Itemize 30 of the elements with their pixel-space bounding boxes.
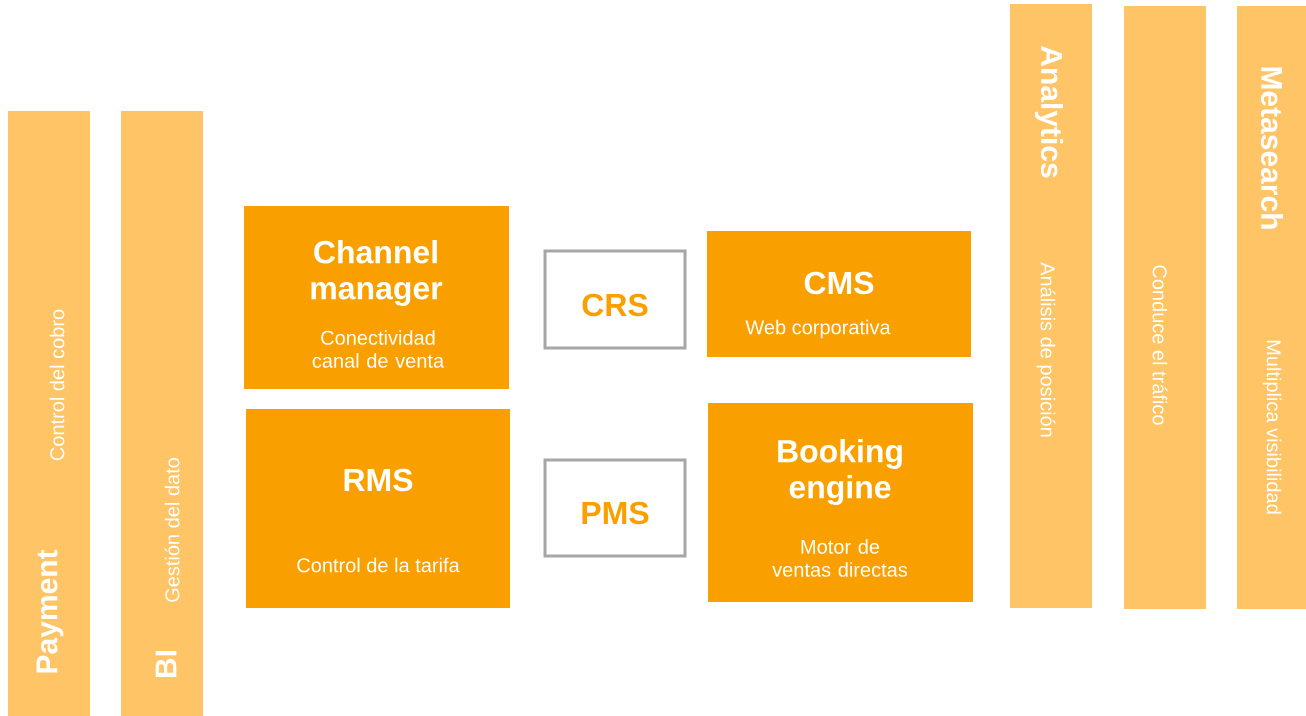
process-box (708, 403, 973, 602)
label-text: Conectividad canal de venta (312, 330, 445, 368)
vertical-band (8, 111, 90, 716)
outline-box (543, 458, 687, 558)
outline-box (543, 249, 687, 350)
vertical-band (1124, 6, 1206, 609)
heading: Booking engine (778, 439, 902, 505)
vertical-band (1010, 4, 1092, 608)
heading: BI (155, 651, 177, 677)
heading: CMS (804, 271, 874, 295)
heading: Analytics (1035, 46, 1063, 178)
process-box (707, 231, 971, 357)
process-box (246, 409, 510, 608)
label-text: Multiplica visibilidad (1262, 340, 1282, 514)
heading: Metasearch (1261, 67, 1284, 229)
heading: CRS (582, 293, 648, 317)
heading: Payment (36, 549, 64, 673)
vertical-band (1237, 6, 1306, 609)
process-box (244, 206, 509, 389)
heading: Channel manager (311, 240, 443, 306)
label-text: Control de la tarifa (297, 557, 460, 573)
label-text: Gestión del dato (164, 458, 180, 602)
label-text: Motor de ventas directas (772, 539, 908, 577)
label-text: Análisis de posición (1036, 262, 1056, 437)
vertical-band (121, 111, 203, 716)
label-text: Control del cobro (49, 309, 65, 461)
heading: RMS (344, 468, 413, 492)
label-text: Conduce el tráfico (1152, 265, 1168, 425)
heading: PMS (582, 501, 649, 525)
label-text: Web corporativa (745, 319, 891, 339)
